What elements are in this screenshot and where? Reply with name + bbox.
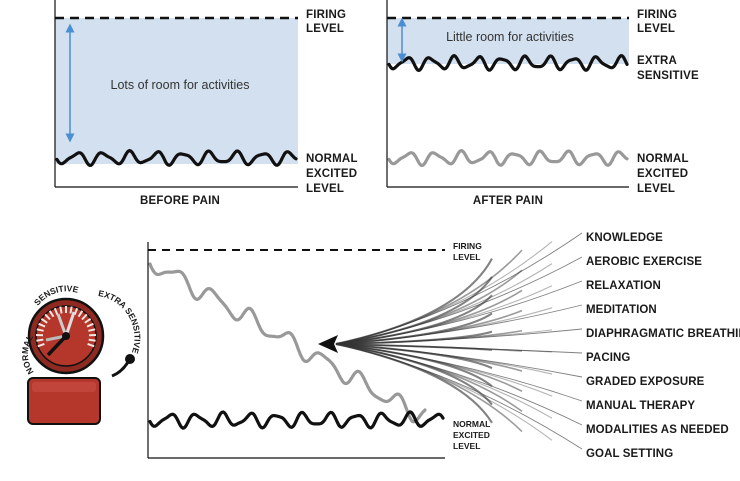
fan-stroke bbox=[335, 342, 493, 388]
dial-tick bbox=[59, 306, 63, 314]
fan-stroke bbox=[335, 342, 493, 406]
dial-tick bbox=[40, 317, 48, 324]
treatment-diaphragmatic-breathing: DIAPHRAGMATIC BREATHING bbox=[586, 328, 740, 340]
panel-after-pain: Little room for activities FIRING LEVEL … bbox=[386, 0, 699, 207]
treatment-list: KNOWLEDGE AEROBIC EXERCISE RELAXATION ME… bbox=[586, 232, 740, 460]
needle-extra bbox=[64, 311, 76, 337]
fan-stroke bbox=[335, 342, 493, 351]
normal-label: NORMAL EXCITED LEVEL bbox=[453, 419, 493, 451]
panel-treatment: FIRING LEVEL NORMAL EXCITED LEVEL KNOWLE… bbox=[147, 232, 740, 460]
treatment-goal-setting: GOAL SETTING bbox=[586, 448, 673, 460]
firing-label: FIRING LEVEL bbox=[637, 9, 681, 35]
extra-label-line1: EXTRA bbox=[637, 55, 677, 67]
dial-tick bbox=[88, 338, 96, 342]
normal-label-line3: LEVEL bbox=[637, 183, 675, 195]
descending-wave bbox=[148, 262, 427, 424]
treatment-knowledge: KNOWLEDGE bbox=[586, 232, 663, 244]
normal-label-line1: NORMAL bbox=[453, 419, 490, 429]
normal-label-line3: LEVEL bbox=[306, 183, 344, 195]
dial-tick bbox=[88, 328, 96, 332]
firing-label-line2: LEVEL bbox=[637, 23, 675, 35]
dial-tick bbox=[37, 342, 45, 348]
treatment-meditation: MEDITATION bbox=[586, 304, 657, 316]
dial-tick bbox=[81, 313, 88, 321]
treatment-graded-exposure: GRADED EXPOSURE bbox=[586, 376, 705, 388]
room-text: Lots of room for activities bbox=[111, 78, 250, 92]
dial-tick bbox=[36, 338, 44, 342]
normal-label-line2: EXCITED bbox=[637, 168, 688, 180]
normal-label-line1: NORMAL bbox=[637, 153, 688, 165]
normal-wave bbox=[148, 410, 445, 430]
room-text: Little room for activities bbox=[446, 30, 574, 44]
extra-label-line2: SENSITIVE bbox=[637, 70, 699, 82]
treatment-fan bbox=[335, 232, 583, 450]
dial-normal-text: NORMAL bbox=[20, 333, 36, 376]
caption-before-pain: BEFORE PAIN bbox=[140, 195, 220, 207]
firing-label-line2: LEVEL bbox=[306, 23, 344, 35]
fan-stroke bbox=[335, 342, 493, 424]
treatment-aerobic-exercise: AEROBIC EXERCISE bbox=[586, 256, 702, 268]
bell-base-shade bbox=[32, 382, 96, 392]
dial-tick bbox=[48, 310, 55, 318]
bell-knob bbox=[125, 354, 135, 364]
normal-label: NORMAL EXCITED LEVEL bbox=[306, 153, 361, 195]
fan-stroke bbox=[335, 249, 523, 345]
fan-stroke bbox=[335, 258, 493, 346]
dial-tick bbox=[38, 322, 46, 328]
dial-extra-text: EXTRA SENSITIVE bbox=[98, 288, 143, 355]
treatment-modalities-as-needed: MODALITIES AS NEEDED bbox=[586, 424, 729, 436]
dial-tick bbox=[84, 317, 92, 324]
fan-stroke bbox=[335, 294, 493, 346]
fan-stroke bbox=[335, 312, 493, 346]
dial-tick bbox=[87, 342, 95, 348]
dial-label-extra: EXTRA SENSITIVE bbox=[98, 288, 143, 355]
normal-label-line2: EXCITED bbox=[453, 430, 490, 440]
dial-ticks bbox=[35, 306, 97, 348]
alarm-bell-icon: NORMAL SENSITIVE EXTRA SENSITIVE bbox=[20, 283, 143, 425]
dial-tick bbox=[77, 310, 84, 318]
panel-before-pain: Lots of room for activities FIRING LEVEL… bbox=[54, 0, 361, 207]
room-area bbox=[55, 18, 298, 164]
dial-label-normal: NORMAL bbox=[20, 333, 36, 376]
dial-tick bbox=[69, 306, 73, 314]
normal-label: NORMAL EXCITED LEVEL bbox=[637, 153, 692, 195]
fan-stroke bbox=[335, 276, 493, 346]
dial-tick bbox=[53, 307, 59, 316]
normal-label-line3: LEVEL bbox=[453, 441, 480, 451]
treatment-pacing: PACING bbox=[586, 352, 630, 364]
normal-wave-faded bbox=[387, 148, 629, 168]
caption-after-pain: AFTER PAIN bbox=[473, 195, 543, 207]
dial-tick bbox=[86, 322, 94, 328]
dial-tick bbox=[44, 313, 51, 321]
firing-label: FIRING LEVEL bbox=[453, 241, 484, 262]
treatment-manual-therapy: MANUAL THERAPY bbox=[586, 400, 695, 412]
firing-label-line2: LEVEL bbox=[453, 252, 480, 262]
firing-label-line1: FIRING bbox=[637, 9, 677, 21]
firing-label: FIRING LEVEL bbox=[306, 9, 350, 35]
normal-label-line2: EXCITED bbox=[306, 168, 357, 180]
firing-label-line1: FIRING bbox=[306, 9, 346, 21]
extra-sensitive-label: EXTRA SENSITIVE bbox=[637, 55, 699, 82]
treatment-relaxation: RELAXATION bbox=[586, 280, 661, 292]
needle-hub bbox=[62, 332, 70, 340]
needle-pointer bbox=[46, 334, 68, 357]
fan-stroke bbox=[335, 342, 493, 370]
extra-sensitive-wave bbox=[387, 54, 629, 73]
fan-arrowhead bbox=[318, 335, 338, 353]
normal-label-line1: NORMAL bbox=[306, 153, 357, 165]
dial-tick bbox=[36, 328, 44, 332]
bell-striker bbox=[111, 361, 130, 378]
normal-wave bbox=[55, 148, 298, 168]
fan-stroke bbox=[335, 330, 493, 346]
firing-label-line1: FIRING bbox=[453, 241, 482, 251]
